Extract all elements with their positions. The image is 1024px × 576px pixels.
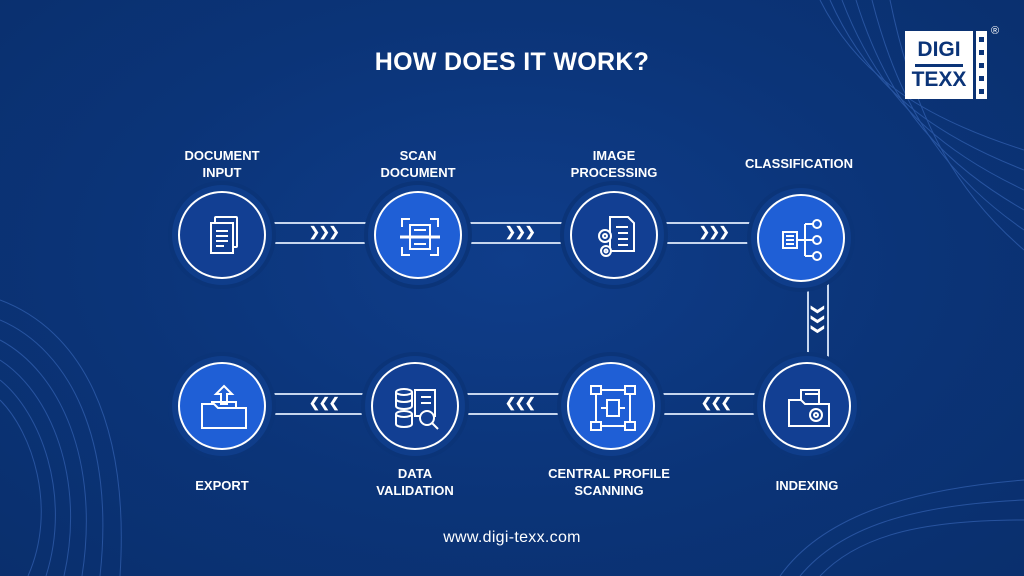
step-circle xyxy=(763,362,851,450)
connector-2-3 xyxy=(464,222,566,244)
step-label: EXPORT xyxy=(195,478,249,493)
arrow-right: ❯❯❯ xyxy=(309,224,340,239)
step-image-processing xyxy=(564,185,664,285)
step-document-input xyxy=(172,185,272,285)
step-classification xyxy=(751,188,851,288)
step-circle xyxy=(371,362,459,450)
logo-text-line2: TEXX xyxy=(911,68,967,91)
step-circle xyxy=(757,194,845,282)
film-hole xyxy=(979,50,984,55)
step-central-profile-scanning xyxy=(561,356,661,456)
registered-mark: ® xyxy=(991,25,1000,37)
database-check-icon xyxy=(395,388,439,430)
network-document-icon xyxy=(590,385,636,431)
film-hole xyxy=(979,37,984,42)
connector-1-2 xyxy=(268,222,370,244)
gear-document-icon xyxy=(598,216,635,257)
hierarchy-icon xyxy=(782,219,822,261)
step-label: IMAGE PROCESSING xyxy=(570,148,658,180)
film-hole xyxy=(979,63,984,68)
arrow-left: ❮❮❮ xyxy=(505,395,536,410)
logo-divider xyxy=(915,64,963,67)
website-url: www.digi-texx.com xyxy=(443,529,581,546)
document-icon xyxy=(210,216,238,254)
connector-4-5 xyxy=(807,284,829,359)
arrow-left: ❮❮❮ xyxy=(701,395,732,410)
logo-box: DIGI TEXX xyxy=(905,31,973,99)
export-folder-icon xyxy=(201,384,247,429)
arrow-left: ❮❮❮ xyxy=(309,395,340,410)
step-export xyxy=(172,356,272,456)
step-circle xyxy=(570,191,658,279)
scan-icon xyxy=(400,218,440,256)
film-hole xyxy=(979,89,984,94)
connector-6-7 xyxy=(464,393,566,415)
step-circle xyxy=(178,191,266,279)
step-label: CLASSIFICATION xyxy=(744,156,854,171)
film-hole xyxy=(979,76,984,81)
arrow-right: ❯❯❯ xyxy=(505,224,536,239)
logo-text-line1: DIGI xyxy=(917,38,961,61)
step-circle xyxy=(567,362,655,450)
digi-texx-logo: DIGI TEXX ® xyxy=(905,25,999,99)
step-label: CENTRAL PROFILE SCANNING xyxy=(548,466,670,498)
step-label: SCAN DOCUMENT xyxy=(380,148,456,180)
connector-7-8 xyxy=(268,393,370,415)
step-label: DOCUMENT INPUT xyxy=(184,148,260,180)
step-data-validation xyxy=(365,356,465,456)
step-scan-document xyxy=(368,185,468,285)
arrow-right: ❯❯❯ xyxy=(699,224,730,239)
step-circle xyxy=(374,191,462,279)
step-label: DATA VALIDATION xyxy=(376,466,454,498)
step-label: INDEXING xyxy=(775,478,839,493)
connector-5-6 xyxy=(660,393,760,415)
connector-3-4 xyxy=(660,222,755,244)
logo-film-strip xyxy=(976,31,987,99)
step-indexing xyxy=(757,356,857,456)
folder-gear-icon xyxy=(788,389,830,427)
page-title: HOW DOES IT WORK? xyxy=(374,48,650,76)
step-circle xyxy=(178,362,266,450)
arrow-down: ❯❯❯ xyxy=(811,304,826,334)
